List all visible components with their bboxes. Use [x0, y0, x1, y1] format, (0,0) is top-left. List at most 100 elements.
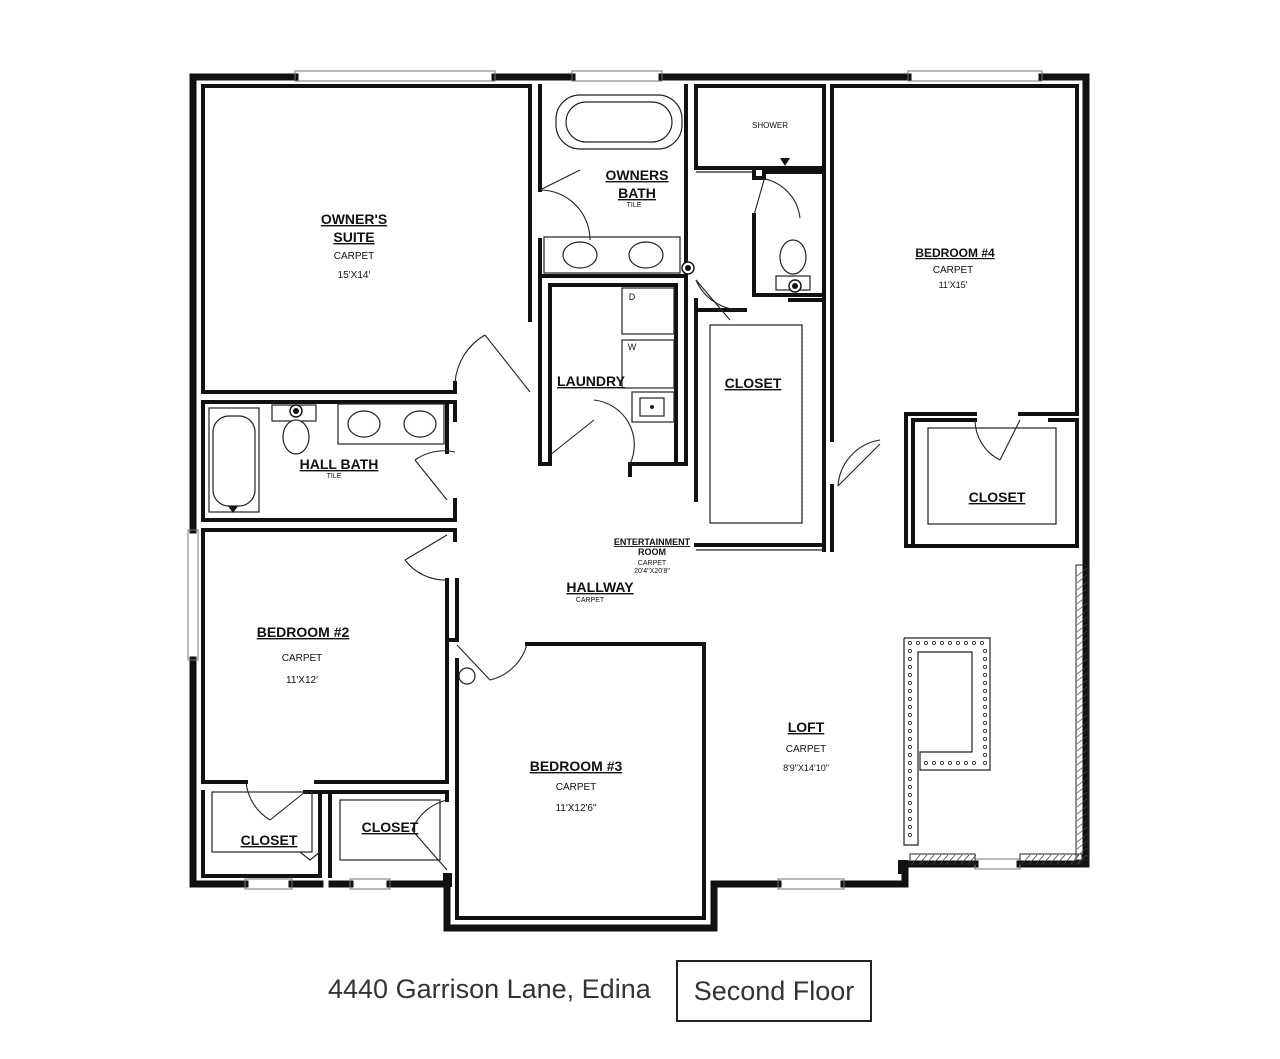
loft-dot	[908, 769, 913, 774]
closet-center-name: CLOSET	[725, 375, 782, 391]
hatch-line	[953, 854, 963, 865]
bedroom3-size: 11'X12'6"	[555, 803, 597, 814]
hatch-line	[1076, 637, 1088, 647]
hall-bath-name: HALL BATH	[300, 456, 379, 472]
hatch-line	[1076, 595, 1088, 605]
loft-dot	[908, 761, 913, 766]
hatch-line	[1056, 854, 1066, 865]
hatch-line	[1076, 658, 1088, 668]
loft-dot	[983, 681, 988, 686]
loft-dot	[948, 641, 953, 646]
loft-dot	[983, 745, 988, 750]
loft-dot	[983, 657, 988, 662]
loft-dot	[908, 801, 913, 806]
bedroom2-size: 11'X12'	[286, 675, 318, 686]
hatch-line	[1070, 854, 1080, 865]
hatch-line	[911, 854, 921, 865]
hatch-line	[946, 854, 956, 865]
loft-dot	[908, 649, 913, 654]
entertainment-floor: CARPET	[638, 560, 667, 567]
hatch-line	[1076, 588, 1088, 598]
hatch-line	[1042, 854, 1052, 865]
loft-dot	[908, 641, 913, 646]
hallway-name: HALLWAY	[566, 579, 634, 595]
loft-dot	[908, 753, 913, 758]
hallway-floor: CARPET	[576, 597, 605, 604]
hatch-line	[1076, 665, 1088, 675]
loft-dot	[908, 681, 913, 686]
loft-name: LOFT	[788, 719, 825, 735]
loft-dot	[972, 641, 977, 646]
hatch-line	[1076, 574, 1088, 584]
closet-bl1-name: CLOSET	[241, 832, 298, 848]
owners-bath-name-2: BATH	[618, 185, 656, 201]
loft-dot	[964, 641, 969, 646]
loft-dot	[908, 673, 913, 678]
bedroom4-size: 11'X15'	[939, 280, 968, 290]
hatch-line	[960, 854, 970, 865]
loft-dot	[980, 641, 985, 646]
hatch-line	[1076, 644, 1088, 654]
loft-dot	[908, 665, 913, 670]
loft-dot	[983, 705, 988, 710]
shelving	[211, 324, 1057, 861]
hatch-line	[918, 854, 928, 865]
loft-dot	[908, 697, 913, 702]
closet-bl2-name: CLOSET	[362, 819, 419, 835]
windows	[187, 70, 1089, 890]
entertainment-name-1: ENTERTAINMENT	[614, 537, 691, 547]
shower-label: SHOWER	[752, 121, 788, 130]
room-labels: OWNER'S SUITE CARPET 15'X14' OWNERS BATH…	[241, 121, 1026, 848]
bedroom3-floor: CARPET	[556, 782, 597, 793]
loft-dot	[908, 809, 913, 814]
loft-dot	[908, 705, 913, 710]
loft-dot	[983, 713, 988, 718]
hatch-line	[1076, 728, 1088, 738]
loft-dot	[964, 761, 969, 766]
hatch-line	[1076, 693, 1088, 703]
hatch-line	[1076, 630, 1088, 640]
loft-dot	[983, 721, 988, 726]
hatch-line	[1076, 707, 1088, 717]
hatch-line	[1076, 756, 1088, 766]
loft-dot	[916, 641, 921, 646]
hatch-line	[1076, 840, 1088, 850]
laundry-name: LAUNDRY	[557, 373, 626, 389]
bedroom4-name: BEDROOM #4	[915, 246, 995, 260]
loft-dot	[908, 785, 913, 790]
loft-dot	[983, 649, 988, 654]
hatch-line	[1076, 784, 1088, 794]
hatch-line	[1076, 721, 1088, 731]
loft-dot	[908, 825, 913, 830]
hatch-line	[1076, 602, 1088, 612]
loft-dot	[908, 721, 913, 726]
loft-dot	[983, 753, 988, 758]
door-swings	[245, 169, 1021, 871]
loft-dot	[932, 641, 937, 646]
hatch-line	[1049, 854, 1059, 865]
loft-dot	[956, 761, 961, 766]
hatch-line	[1077, 854, 1087, 865]
hatch-line	[1076, 686, 1088, 696]
entertainment-name-2: ROOM	[638, 547, 666, 557]
hatch-line	[1076, 700, 1088, 710]
loft-dot	[983, 697, 988, 702]
interior-walls	[201, 84, 1079, 920]
hatch-line	[1076, 763, 1088, 773]
washer-label: W	[628, 342, 637, 352]
floor-label-box: Second Floor	[676, 960, 872, 1022]
hatch-line	[1028, 854, 1038, 865]
loft-dot	[983, 689, 988, 694]
closet-right-name: CLOSET	[969, 489, 1026, 505]
loft-dot	[956, 641, 961, 646]
owners-suite-size: 15'X14'	[338, 270, 371, 281]
loft-dot	[908, 817, 913, 822]
loft-dot	[908, 777, 913, 782]
loft-dots	[908, 641, 988, 838]
hatch-line	[1076, 616, 1088, 626]
hatch-line	[1021, 854, 1031, 865]
loft-dot	[908, 745, 913, 750]
loft-dot	[948, 761, 953, 766]
exterior-walls	[189, 73, 1090, 932]
loft-floor: CARPET	[786, 744, 827, 755]
